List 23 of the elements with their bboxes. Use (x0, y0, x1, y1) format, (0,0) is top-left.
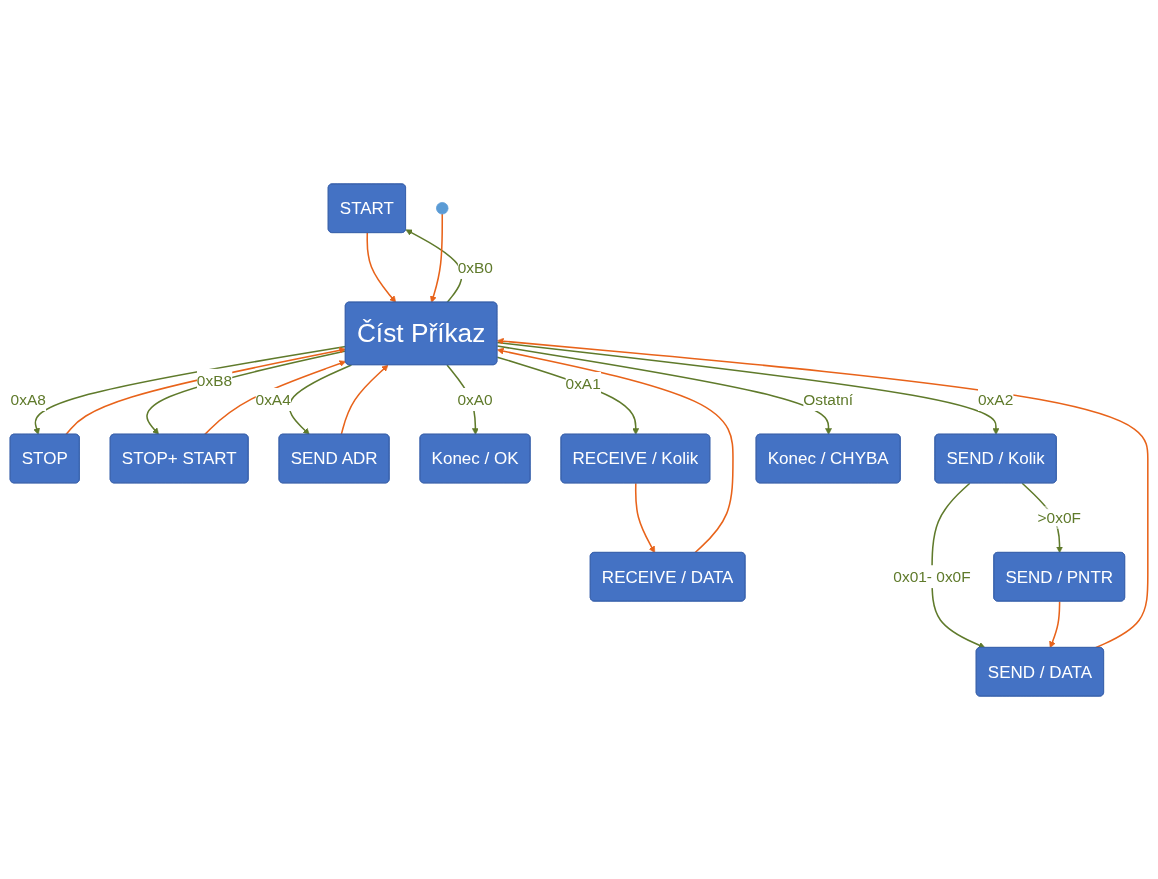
arrow (366, 231, 397, 303)
arrow (496, 344, 832, 435)
edge-label: 0xA0 (457, 390, 493, 408)
edge-label: 0xB0 (457, 258, 493, 276)
arrow (288, 363, 353, 435)
edge-label: 0xA4 (255, 390, 291, 408)
arrow (146, 349, 347, 435)
arrow (497, 337, 1149, 649)
arrow (340, 364, 389, 435)
edge-label: Ostatní (803, 390, 854, 408)
arrow (931, 482, 986, 648)
arrow (634, 482, 656, 553)
edge-label: 0xB8 (196, 371, 233, 389)
arrow (430, 212, 443, 303)
edge-label: 0xA1 (565, 374, 601, 392)
edge-label: 0xA8 (10, 390, 46, 408)
arrow (496, 355, 640, 435)
edge-label: 0xA2 (978, 390, 1014, 408)
arrow (496, 341, 1000, 435)
edge-label: >0x0F (1037, 508, 1081, 526)
node-circle (436, 201, 449, 214)
edge-label: 0x01- 0x0F (893, 567, 971, 585)
arrow (1049, 600, 1061, 648)
